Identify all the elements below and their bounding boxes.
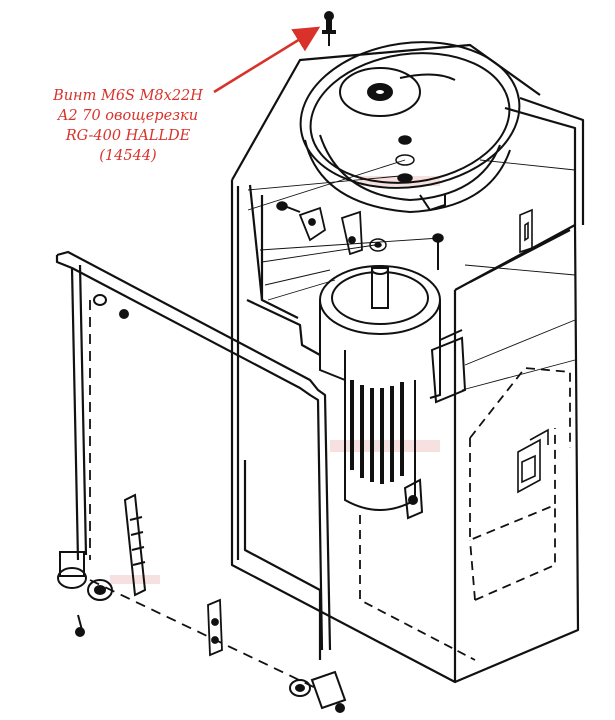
panel-slots — [517, 208, 549, 494]
cutting-bowl — [299, 41, 521, 214]
part-callout-label: Винт М6S M8x22H A2 70 овощерезки RG-400 … — [28, 86, 228, 166]
screw-part — [322, 11, 336, 46]
mounting-brackets — [298, 206, 363, 256]
door-panel-dashed — [89, 300, 321, 691]
callout-line-3: RG-400 HALLDE — [65, 128, 191, 144]
callout-line-2: A2 70 овощерезки — [57, 108, 199, 124]
machine-housing — [230, 43, 585, 684]
front-door-frame — [55, 250, 332, 651]
hidden-cabinet-outline — [359, 367, 571, 661]
callout-line-1: Винт М6S M8x22H — [53, 88, 203, 104]
motor-assembly — [319, 265, 467, 520]
door-latch — [207, 598, 223, 657]
spindle-fasteners — [276, 135, 444, 270]
watermark — [110, 176, 440, 584]
hinge-assembly — [57, 294, 147, 637]
callout-arrow — [213, 26, 321, 94]
callout-line-4: (14544) — [99, 148, 157, 164]
foot-hinge — [289, 670, 347, 713]
leader-lines — [247, 159, 576, 391]
